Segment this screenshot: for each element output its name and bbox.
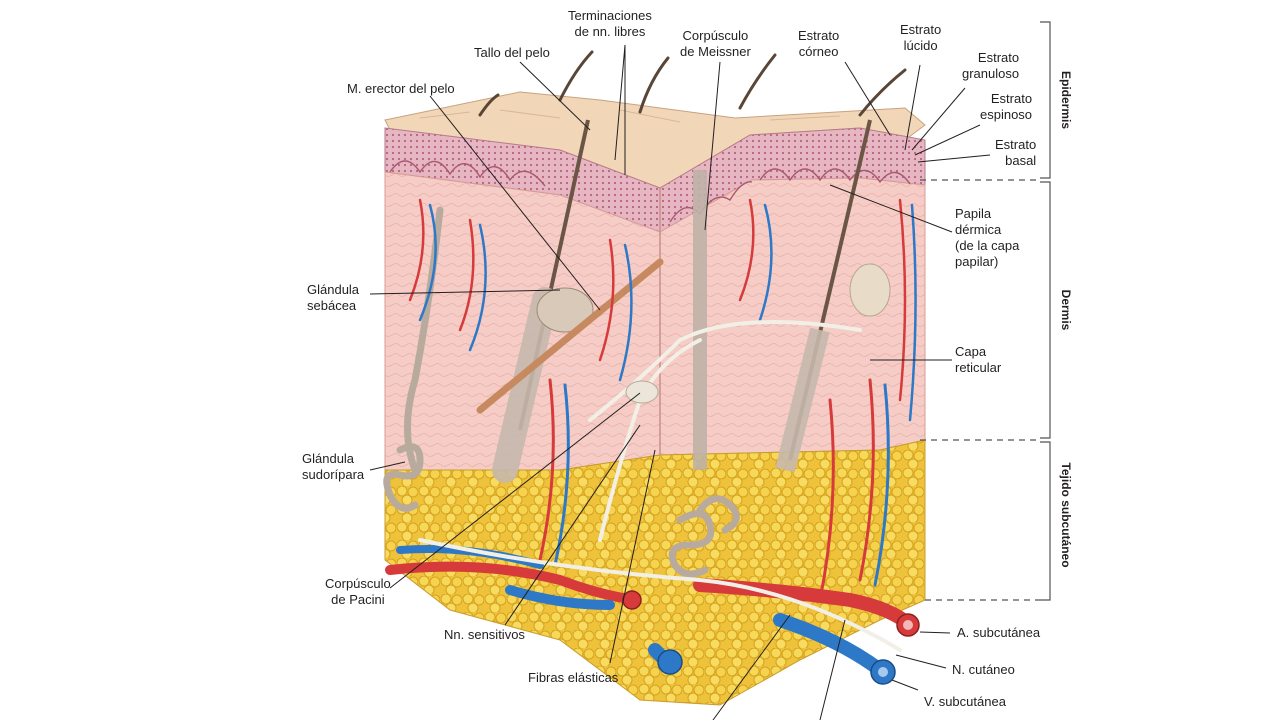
label-fibras-elasticas: Fibras elásticas <box>528 670 619 685</box>
leader-lines <box>369 44 991 720</box>
layer-label-dermis: Dermis <box>1059 289 1073 331</box>
label-corpusculo-meissner: Corpúsculo de Meissner <box>680 28 751 59</box>
label-estrato-basal: Estrato basal <box>995 137 1037 168</box>
label-estrato-granuloso: Estrato granuloso <box>962 50 1020 81</box>
subcutaneous-fat <box>384 439 926 706</box>
label-tallo-del-pelo: Tallo del pelo <box>474 45 550 60</box>
hair-follicles <box>492 119 872 483</box>
label-glandula-sebacea: Glándula sebácea <box>307 282 360 313</box>
label-estrato-lucido: Estrato lúcido <box>900 22 942 53</box>
label-papila-dermica: Papila dérmica (de la capa papilar) <box>955 206 1020 269</box>
label-m-erector-del-pelo: M. erector del pelo <box>347 81 455 96</box>
label-v-subcutanea: V. subcutánea <box>924 694 1006 709</box>
label-estrato-espinoso: Estrato espinoso <box>980 91 1033 122</box>
layer-label-epidermis: Epidermis <box>1059 70 1073 130</box>
label-terminaciones-nn-libres: Terminaciones de nn. libres <box>568 8 652 39</box>
skin-block-illustration <box>383 50 926 706</box>
label-a-subcutanea: A. subcutánea <box>957 625 1041 640</box>
label-n-cutaneo: N. cutáneo <box>952 662 1015 677</box>
label-capa-reticular: Capa reticular <box>955 344 1002 375</box>
nerves <box>418 320 902 652</box>
layer-brackets <box>920 21 1051 601</box>
hairs <box>478 50 907 117</box>
label-nn-sensitivos: Nn. sensitivos <box>444 627 525 642</box>
label-glandula-sudoripara: Glándula sudorípara <box>302 451 365 482</box>
layer-label-tejido-subcutaneo: Tejido subcutáneo <box>1059 462 1073 568</box>
sebaceous-gland <box>536 287 594 333</box>
label-corpusculo-pacini: Corpúsculo de Pacini <box>325 576 391 607</box>
label-estrato-corneo: Estrato córneo <box>798 28 840 59</box>
